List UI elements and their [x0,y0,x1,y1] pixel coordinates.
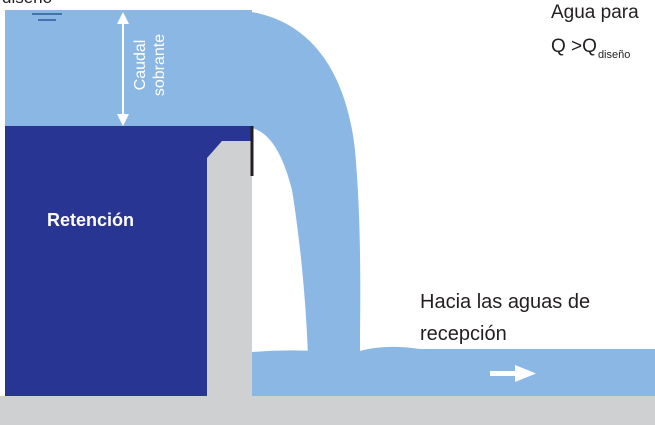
retention-label: Retención [47,210,135,230]
caudal-line-2: sobrante [151,33,168,97]
flow-arrow-icon [490,365,536,382]
q-subscript: diseño [597,49,631,61]
water-level-icon [32,13,62,21]
overflow-nappe [228,10,361,356]
caudal-dimension-arrow [117,12,129,126]
downstream-water [252,346,655,396]
q-condition-label: Q >Qdiseño [551,36,631,61]
q-text: Q >Q [551,36,597,57]
water-level-label: diseño [2,0,52,8]
ground [0,396,655,425]
agua-label: Agua para [551,2,639,23]
caudal-line-1: Caudal [132,39,149,91]
receiving-waters-label: Hacia las aguas de recepción [420,291,591,345]
overflow-water [5,10,252,128]
caudal-sobrante-label: Caudal sobrante [131,10,169,120]
weir-wall [207,141,252,396]
